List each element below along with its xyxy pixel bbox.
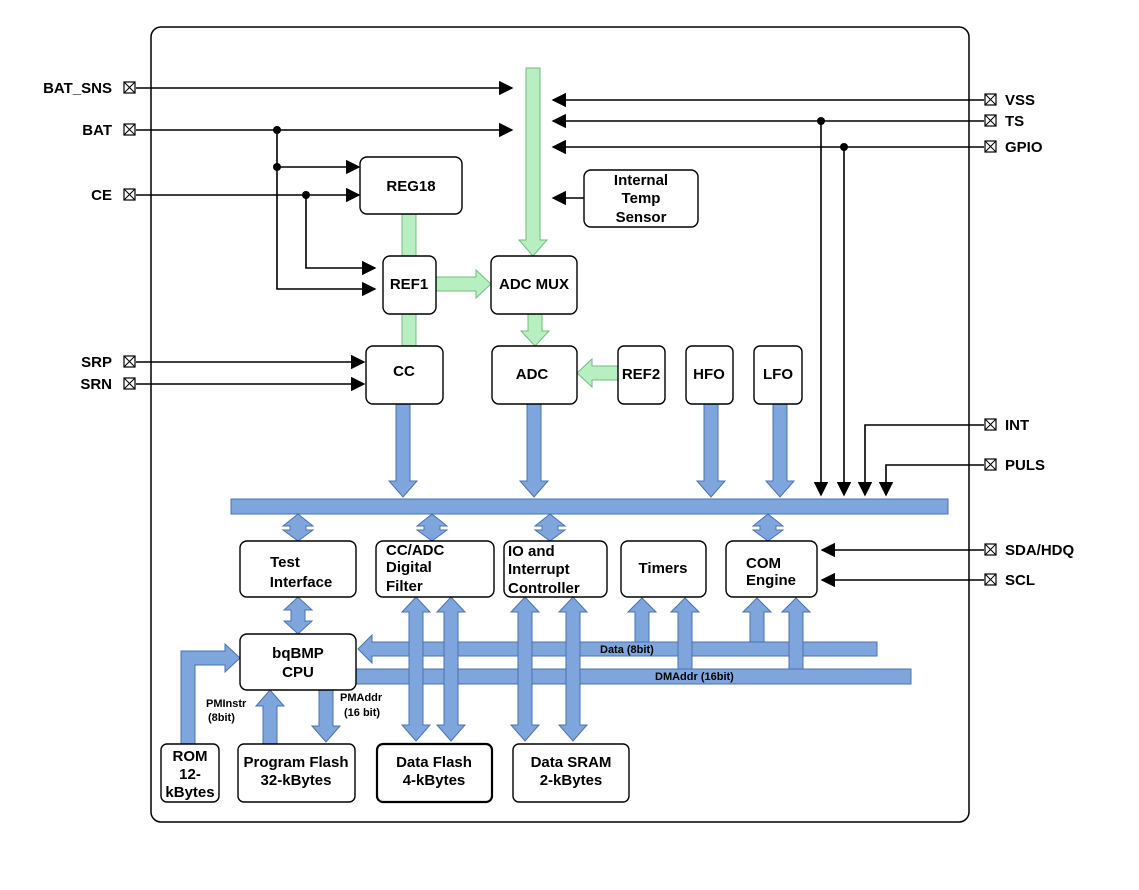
rom-block: ROM 12- kBytes <box>160 743 220 803</box>
pin-label-scl: SCL <box>1005 572 1035 589</box>
pin-vss <box>984 93 997 106</box>
pin-label-gpio: GPIO <box>1005 139 1043 156</box>
adc-mux-block: ADC MUX <box>490 255 578 315</box>
com-engine-block: COM Engine <box>725 540 818 598</box>
pin-label-puls: PULS <box>1005 457 1045 474</box>
pin-srp <box>123 355 136 368</box>
pin-label-srp: SRP <box>81 354 112 371</box>
adc-label: ADC <box>516 366 549 383</box>
ref1-label: REF1 <box>390 276 428 293</box>
data-flash-label-1: Data Flash <box>396 754 472 771</box>
cc-block: CC <box>365 345 444 405</box>
rom-label-1: ROM <box>173 748 208 765</box>
digital-filter-label-3: Filter <box>386 578 423 595</box>
pin-int <box>984 418 997 431</box>
digital-buses <box>180 403 949 745</box>
com-engine-label-1: COM <box>746 555 781 572</box>
hfo-label: HFO <box>693 366 725 383</box>
pin-puls <box>984 458 997 471</box>
pin-labels: BAT_SNS BAT CE SRP SRN VSS TS GPIO INT P… <box>43 80 1074 589</box>
pin-bat <box>123 123 136 136</box>
internal-temp-sensor-block: Internal Temp Sensor <box>583 169 699 228</box>
data-sram-label-2: 2-kBytes <box>540 772 603 789</box>
pin-label-ce: CE <box>91 187 112 204</box>
bus-labels: Data (8bit) DMAddr (16bit) PMInstr (8bit… <box>206 644 734 724</box>
program-flash-block: Program Flash 32-kBytes <box>237 743 356 803</box>
ref1-block: REF1 <box>382 255 437 315</box>
internal-temp-label-2: Temp <box>622 190 661 207</box>
com-engine-label-2: Engine <box>746 572 796 589</box>
io-controller-label-1: IO and <box>508 543 555 560</box>
pin-label-int: INT <box>1005 417 1029 434</box>
ref2-label: REF2 <box>622 366 660 383</box>
reg18-block: REG18 <box>359 156 463 215</box>
pin-scl <box>984 573 997 586</box>
digital-filter-block: CC/ADC Digital Filter <box>375 540 495 598</box>
pin-label-ts: TS <box>1005 113 1024 130</box>
internal-temp-label-1: Internal <box>614 172 668 189</box>
cpu-block: bqBMP CPU <box>239 633 357 691</box>
blocks: REG18 Internal Temp Sensor REF1 ADC MUX … <box>160 156 818 804</box>
reg18-label: REG18 <box>386 178 435 195</box>
cpu-label-1: bqBMP <box>272 645 324 662</box>
pmaddr-label-2: (16 bit) <box>344 707 380 719</box>
rom-label-3: kBytes <box>165 784 214 801</box>
data-sram-block: Data SRAM 2-kBytes <box>512 743 630 803</box>
timers-block: Timers <box>620 540 707 598</box>
pin-label-bat: BAT <box>82 122 112 139</box>
pin-terminals <box>123 81 997 586</box>
dmaddr-bus-label: DMAddr (16bit) <box>655 671 734 683</box>
data-bus-label: Data (8bit) <box>600 644 654 656</box>
adc-mux-label: ADC MUX <box>499 276 569 293</box>
pminstr-label-2: (8bit) <box>208 712 235 724</box>
cpu-label-2: CPU <box>282 664 314 681</box>
pin-label-vss: VSS <box>1005 92 1035 109</box>
rom-label-2: 12- <box>179 766 201 783</box>
digital-filter-label-1: CC/ADC <box>386 542 444 559</box>
pminstr-label-1: PMInstr <box>206 698 247 710</box>
io-controller-block: IO and Interrupt Controller <box>503 540 608 598</box>
lfo-label: LFO <box>763 366 793 383</box>
pin-label-bat-sns: BAT_SNS <box>43 80 112 97</box>
digital-filter-label-2: Digital <box>386 559 432 576</box>
pmaddr-label-1: PMAddr <box>340 692 383 704</box>
io-controller-label-2: Interrupt <box>508 561 570 578</box>
pin-srn <box>123 377 136 390</box>
data-flash-label-2: 4-kBytes <box>403 772 466 789</box>
pin-label-srn: SRN <box>80 376 112 393</box>
pin-sda <box>984 543 997 556</box>
hfo-block: HFO <box>685 345 734 405</box>
cc-label: CC <box>393 363 415 380</box>
test-interface-label-1: Test <box>270 554 300 571</box>
internal-temp-label-3: Sensor <box>616 209 667 226</box>
lfo-block: LFO <box>753 345 803 405</box>
data-sram-label-1: Data SRAM <box>531 754 612 771</box>
program-flash-label-2: 32-kBytes <box>261 772 332 789</box>
pin-ce <box>123 188 136 201</box>
analog-buses <box>401 67 619 389</box>
pin-gpio <box>984 140 997 153</box>
test-interface-block: Test Interface <box>239 540 357 598</box>
io-controller-label-3: Controller <box>508 580 580 597</box>
timers-label: Timers <box>639 560 688 577</box>
signal-wires <box>136 80 984 588</box>
pin-ts <box>984 114 997 127</box>
pin-bat-sns <box>123 81 136 94</box>
test-interface-label-2: Interface <box>270 574 333 591</box>
pin-label-sda: SDA/HDQ <box>1005 542 1075 559</box>
adc-block: ADC <box>491 345 578 405</box>
program-flash-label-1: Program Flash <box>243 754 348 771</box>
ref2-block: REF2 <box>617 345 666 405</box>
data-flash-block: Data Flash 4-kBytes <box>375 742 494 804</box>
